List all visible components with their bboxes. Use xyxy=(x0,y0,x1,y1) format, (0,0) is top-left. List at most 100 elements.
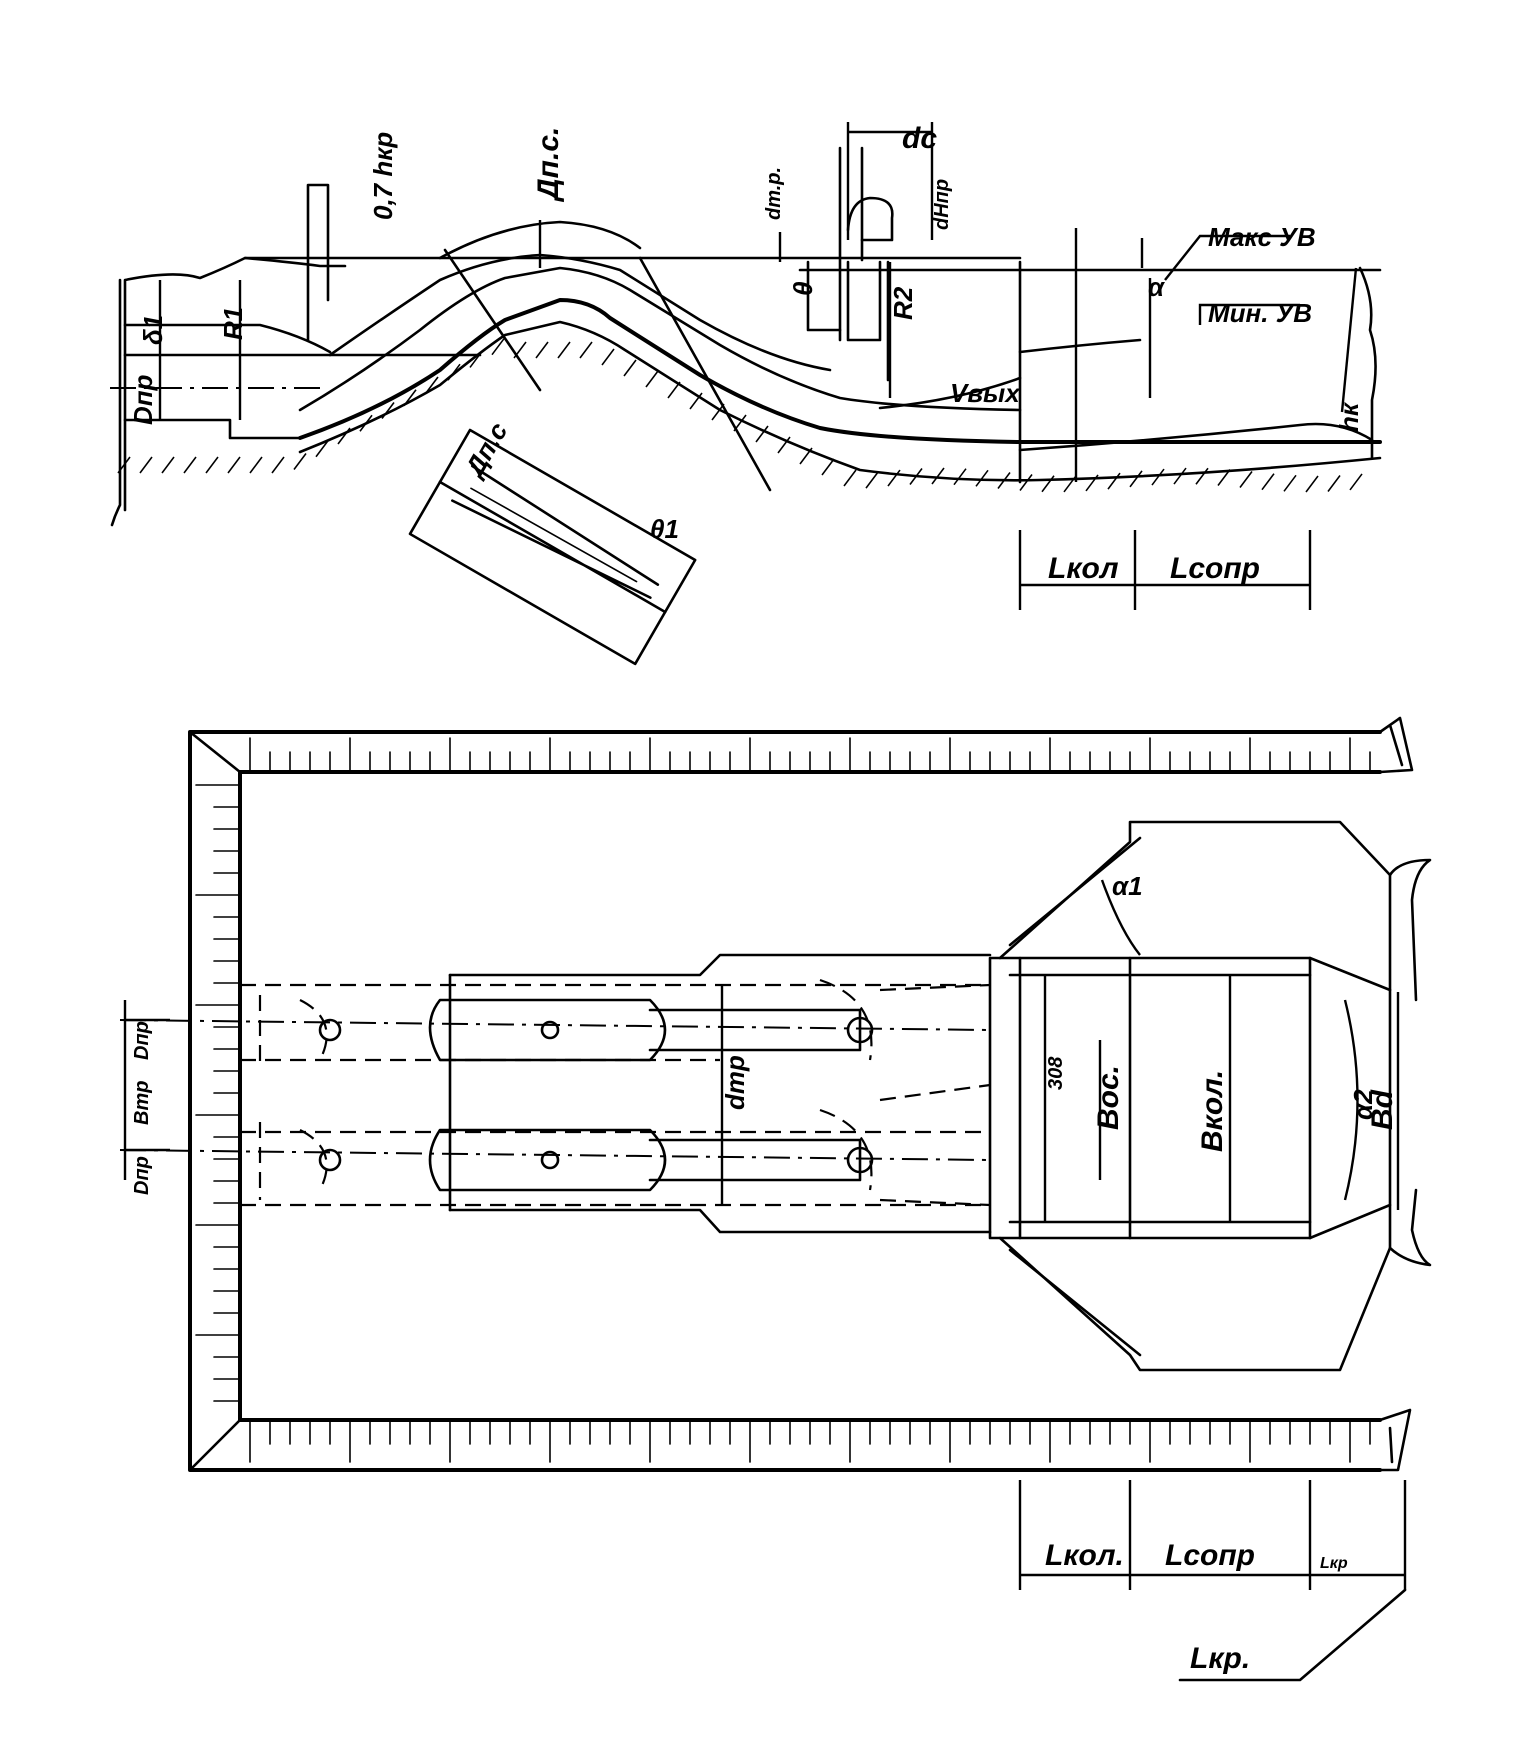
ground-hatch-mark xyxy=(909,468,923,485)
frame-end-bottom xyxy=(1378,1408,1412,1472)
label-alpha: α xyxy=(1148,272,1166,302)
ground-hatch-mark xyxy=(1195,467,1209,485)
inlet-bottom xyxy=(123,418,302,440)
ground-hatch-mark xyxy=(1129,470,1143,488)
ground-hatch-mark xyxy=(755,425,769,443)
ground-hatch-mark xyxy=(777,436,791,454)
ground-hatch-mark xyxy=(1239,471,1253,489)
cover-mound xyxy=(438,220,642,260)
ground-hatch-mark xyxy=(535,341,549,359)
profile-dimensions xyxy=(158,122,1358,610)
outlet-right-bank xyxy=(1358,266,1377,460)
ground-hatch-mark xyxy=(667,381,681,399)
ground-hatch-mark xyxy=(645,370,659,388)
ground-hatch-mark xyxy=(821,458,835,476)
label-l-sopr-top: Lсопр xyxy=(1170,552,1260,585)
basin-top-edge xyxy=(1008,973,1312,1224)
ground-hatch-mark xyxy=(139,456,153,474)
ground-hatch-mark xyxy=(997,471,1011,489)
label-d-pr-1: Dпр xyxy=(131,1021,153,1060)
ground-surface-left xyxy=(123,256,347,512)
siphon-inner-pipe xyxy=(298,266,1022,412)
ground-hatch-mark xyxy=(689,392,703,410)
plan-view xyxy=(119,716,1432,1682)
label-max-uv: Макс УВ xyxy=(1208,222,1316,252)
inlet-mid xyxy=(123,323,332,354)
ground-hatch-mark xyxy=(117,456,131,474)
left-edge xyxy=(110,278,122,527)
label-l-kr: Lкр. xyxy=(1190,1642,1250,1675)
intake-capsules xyxy=(299,978,874,1192)
ground-hatch-mark xyxy=(337,427,351,445)
label-theta: θ xyxy=(788,282,818,297)
label-d-hpr: dНпр xyxy=(931,179,953,230)
label-min-uv: Мин. УВ xyxy=(1208,298,1312,328)
label-d-ps: Дп.с. xyxy=(532,127,565,203)
ground-hatch-mark xyxy=(469,350,483,368)
ground-hatching xyxy=(298,320,1382,482)
ground-hatch-mark xyxy=(623,359,637,377)
ground-hatch-mark xyxy=(249,456,263,474)
ground-hatch-mark xyxy=(1173,467,1187,485)
ground-hatch-mark xyxy=(975,469,989,487)
gate-head xyxy=(846,196,894,242)
intake-body xyxy=(448,953,992,1234)
ground-hatch-mark xyxy=(1283,474,1297,492)
plan-dimensions xyxy=(123,879,1407,1682)
label-l-kr-short: Lкр xyxy=(1320,1555,1348,1572)
outlet-ramp xyxy=(1018,338,1142,354)
ground-hatch-mark xyxy=(1041,475,1055,493)
channel-right-top xyxy=(1388,858,1432,1002)
label-l-kol-top: Lкол xyxy=(1048,552,1119,585)
label-h-k: hк xyxy=(1334,401,1364,432)
ground-hatch-mark xyxy=(1217,469,1231,487)
longitudinal-profile xyxy=(110,122,1382,666)
ground-hatch-mark xyxy=(447,363,461,381)
ground-hatch-mark xyxy=(557,341,571,359)
label-h07: 0,7 hкр xyxy=(368,132,398,220)
gate-pier xyxy=(806,260,890,382)
ground-hatch-mark xyxy=(931,467,945,485)
ground-hatch-mark xyxy=(403,389,417,407)
label-delta1: δ1 xyxy=(138,315,168,345)
ground-hatch-mark xyxy=(953,468,967,486)
ground-hatch-mark xyxy=(381,402,395,419)
ground-hatch-mark xyxy=(161,456,175,474)
ground-hatch-mark xyxy=(799,447,813,465)
outlet-pool xyxy=(878,376,1022,410)
basin-inner xyxy=(998,956,1312,1240)
label-r1: R1 xyxy=(218,307,248,340)
ground-hatch-mark xyxy=(1063,475,1077,493)
ground-hatch-mark xyxy=(205,456,219,474)
detail-leader-2 xyxy=(638,256,772,492)
frame-end-top xyxy=(1378,716,1414,774)
ground-hatch-mark xyxy=(1151,468,1165,486)
ground-hatch-mark xyxy=(491,338,505,356)
ground-hatch-mark xyxy=(1019,473,1033,491)
ground-hatch-mark xyxy=(843,469,857,487)
frame-corner-tl xyxy=(188,730,242,774)
ground-hatch-mark xyxy=(1085,474,1099,492)
label-b-kol: Bкол. xyxy=(1196,1070,1229,1152)
label-v-vyh: Vвых xyxy=(950,378,1021,408)
label-alpha1: α1 xyxy=(1112,871,1143,901)
label-l-sopr: Lсопр xyxy=(1165,1539,1255,1572)
frame-scale-ticks xyxy=(195,737,1371,1463)
ground-hatch-mark xyxy=(1349,473,1363,491)
label-d-pr: Dпр xyxy=(128,374,158,425)
left-standpipe xyxy=(306,183,330,342)
ground-hatch-mark xyxy=(579,341,593,359)
ground-hatch-mark xyxy=(601,348,615,366)
channel-right-bottom xyxy=(1388,1188,1432,1267)
label-d-tr: dт.р. xyxy=(763,167,785,220)
gate-pocket xyxy=(846,260,882,342)
basin-outline xyxy=(988,820,1392,1372)
label-l-kol: Lкол. xyxy=(1045,1539,1124,1572)
label-dc: dc xyxy=(902,122,937,155)
frame-corner-bl xyxy=(188,1418,242,1472)
profile-label-layer: dc Дп.с. 0,7 hкр dт.р. dНпр Макс УВ Мин.… xyxy=(128,122,1364,585)
ground-hatch-mark xyxy=(1261,473,1275,491)
ground-hatch-mark xyxy=(1327,475,1341,492)
